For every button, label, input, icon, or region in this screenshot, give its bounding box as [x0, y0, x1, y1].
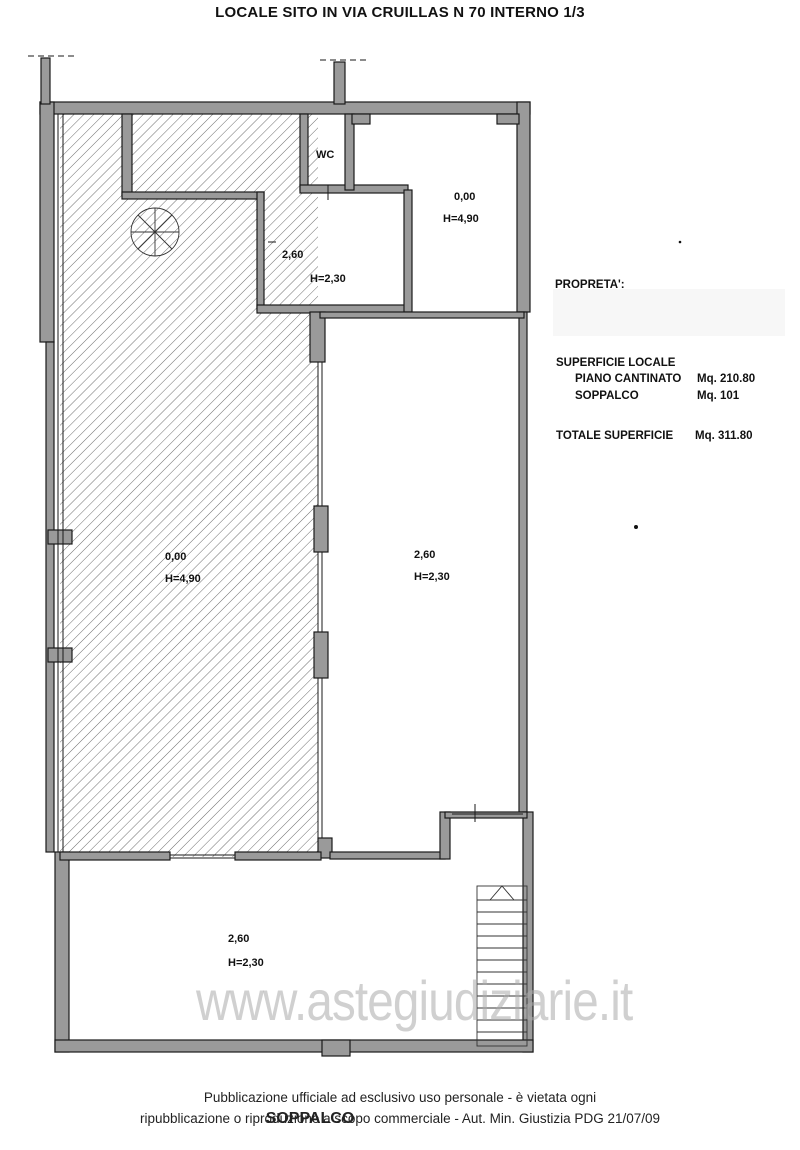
plan-label: SOPPALCO: [265, 1110, 355, 1127]
basement-label: PIANO CANTINATO: [575, 373, 682, 385]
top-stubs: [40, 57, 346, 105]
hatched-area: [60, 114, 318, 857]
footer-line-2: ripubblicazione o riproduzione a scopo c…: [139, 1111, 660, 1126]
room-height-hatched: H=4,90: [165, 573, 201, 585]
room-height-upper-right: H=4,90: [443, 213, 479, 225]
watermark: www.astegiudiziarie.it: [196, 969, 633, 1032]
page-title: LOCALE SITO IN VIA CRUILLAS N 70 INTERNO…: [215, 4, 585, 21]
room-level-hatched: 0,00: [165, 551, 186, 563]
surface-label: SUPERFICIE LOCALE: [556, 357, 676, 369]
redacted-owner: [553, 289, 785, 336]
outer-walls: [39, 101, 534, 1057]
total-value: Mq. 311.80: [695, 430, 753, 442]
straight-staircase: [476, 885, 528, 1047]
room-height-bottom: H=2,30: [228, 957, 264, 969]
basement-value: Mq. 210.80: [697, 373, 756, 385]
room-level-upper-right: 0,00: [454, 191, 475, 203]
room-height-center: H=2,30: [414, 571, 450, 583]
partition-lines: [57, 114, 523, 859]
interior-walls: [47, 113, 528, 861]
top-dashes: [28, 55, 368, 61]
room-level-center: 2,60: [414, 549, 435, 561]
room-level-upper-middle: 2,60: [282, 249, 303, 261]
room-level-bottom: 2,60: [228, 933, 249, 945]
footer-line-1: Pubblicazione ufficiale ad esclusivo uso…: [203, 1090, 597, 1105]
room-height-upper-middle: H=2,30: [310, 273, 346, 285]
total-label: TOTALE SUPERFICIE: [556, 430, 674, 442]
spiral-staircase: [130, 207, 180, 257]
mezzanine-label: SOPPALCO: [575, 390, 639, 402]
room-label-wc: WC: [316, 149, 334, 161]
stray-dot: [678, 240, 682, 244]
owner-label: PROPRETA':: [555, 279, 625, 291]
stray-dot: [634, 525, 638, 529]
door-marks: [263, 185, 483, 822]
mezzanine-value: Mq. 101: [697, 390, 740, 402]
